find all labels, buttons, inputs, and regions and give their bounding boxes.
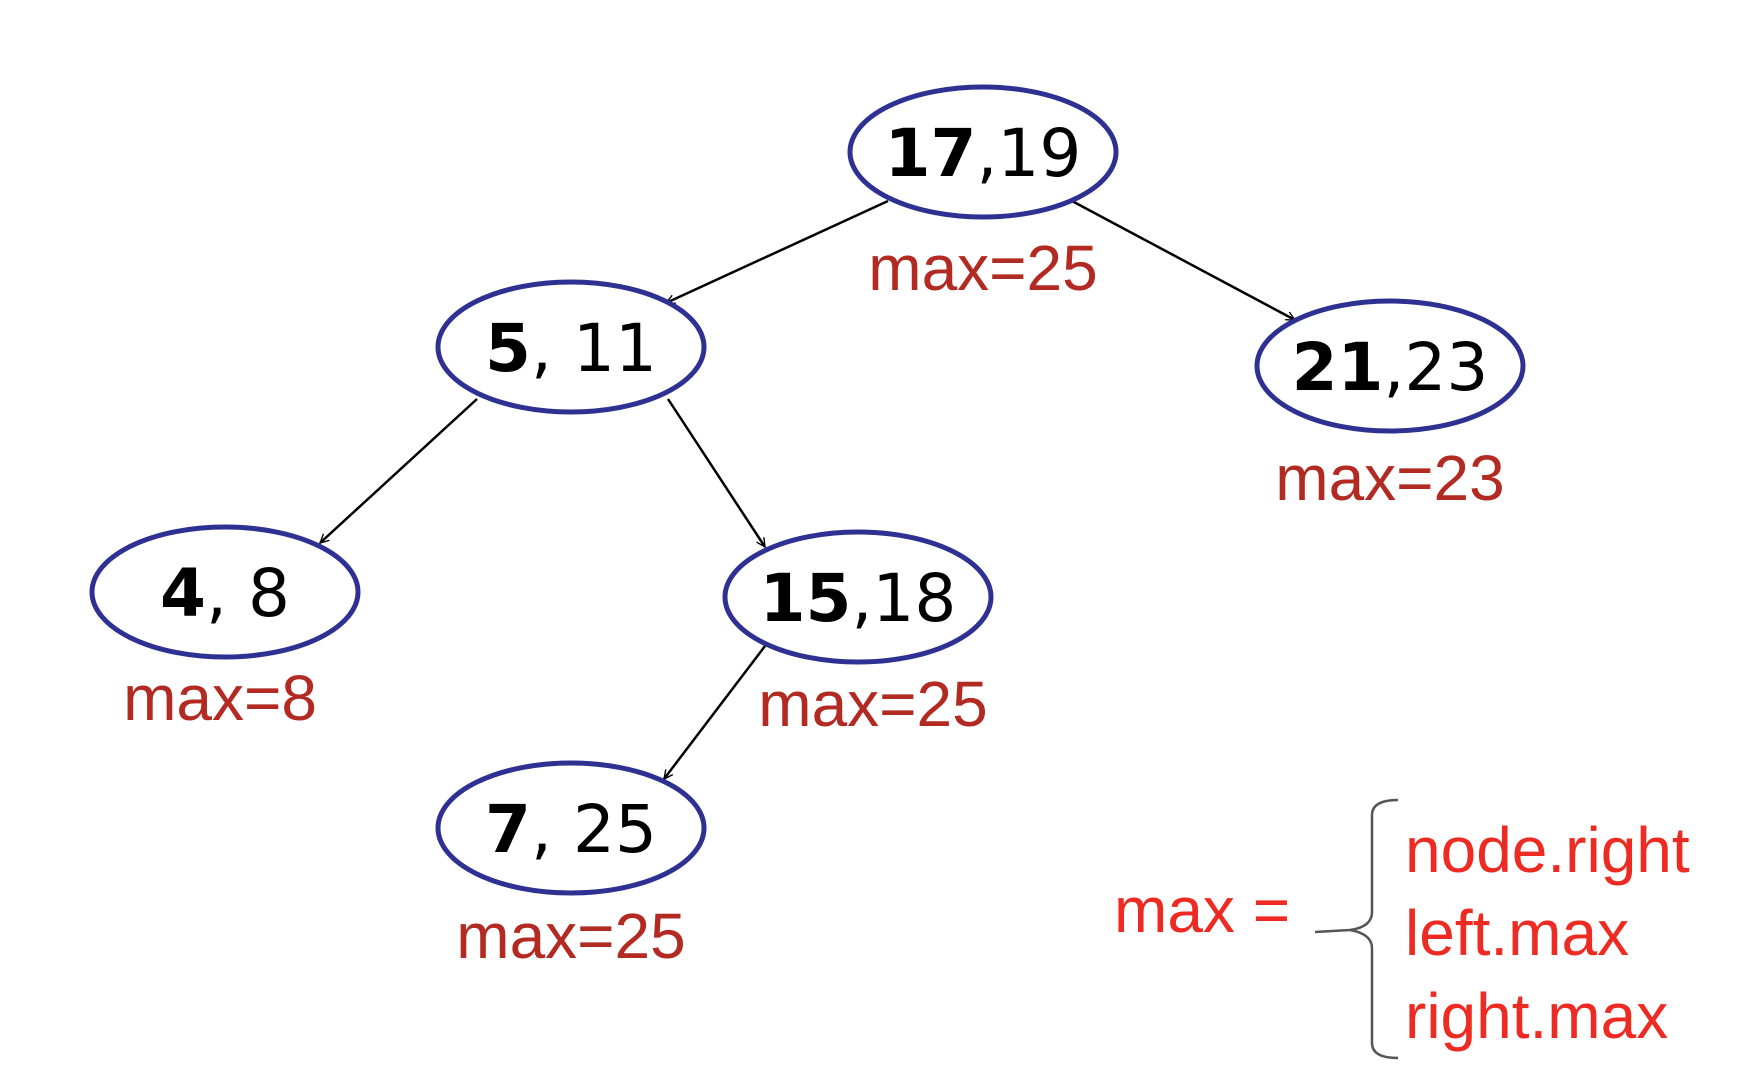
node-ellipse [847, 84, 1119, 220]
node-high: 25 [573, 791, 657, 868]
tree-node-root: 17,19 max=25 [847, 84, 1119, 304]
node-high: 11 [573, 310, 657, 387]
edges [320, 199, 1295, 779]
node-low: 15 [760, 560, 852, 637]
node-interval: 7, 25 [485, 791, 657, 868]
tree-node-n7: 7, 25 max=25 [435, 760, 707, 972]
node-ellipse [435, 279, 707, 415]
formula-lhs: max = [1114, 874, 1290, 946]
node-interval: 17,19 [885, 115, 1082, 192]
brace-icon [1314, 798, 1399, 1060]
tree-node-n15: 15,18 max=25 [722, 529, 994, 740]
node-separator: , [851, 560, 872, 637]
node-max-label: max=23 [1275, 442, 1504, 514]
node-high: 8 [248, 555, 290, 632]
node-ellipse [89, 524, 361, 660]
node-separator: , [1383, 329, 1404, 406]
node-low: 7 [485, 791, 531, 868]
node-low: 17 [885, 115, 977, 192]
node-interval: 4, 8 [160, 555, 290, 632]
node-interval: 21,23 [1292, 329, 1489, 406]
node-interval: 5, 11 [485, 310, 657, 387]
node-separator: , [976, 115, 997, 192]
node-high: 23 [1404, 329, 1488, 406]
max-formula: max = node.right left.max right.max [1114, 798, 1690, 1060]
node-separator: , [531, 310, 573, 387]
node-max-label: max=8 [123, 662, 317, 734]
node-high: 19 [997, 115, 1081, 192]
node-max-label: max=25 [868, 232, 1097, 304]
edge-root-n21 [1071, 199, 1295, 322]
tree-node-n5: 5, 11 [435, 279, 707, 415]
node-low: 4 [160, 555, 206, 632]
node-ellipse [435, 760, 707, 896]
edge-root-n5 [666, 199, 889, 305]
node-separator: , [206, 555, 248, 632]
node-separator: , [531, 791, 573, 868]
node-max-label: max=25 [758, 668, 987, 740]
formula-case-left-max: left.max [1405, 897, 1629, 969]
node-high: 18 [872, 560, 956, 637]
edge-n5-n4 [320, 398, 478, 543]
node-low: 21 [1292, 329, 1384, 406]
node-interval: 15,18 [760, 560, 957, 637]
formula-case-right-max: right.max [1405, 980, 1668, 1052]
node-ellipse [722, 529, 994, 665]
edge-n5-n15 [666, 398, 767, 547]
tree-node-n4: 4, 8 max=8 [89, 524, 361, 734]
formula-case-node-right: node.right [1405, 814, 1690, 886]
tree-node-n21: 21,23 max=23 [1254, 298, 1526, 514]
node-ellipse [1254, 298, 1526, 434]
node-low: 5 [485, 310, 531, 387]
edge-n15-n7 [663, 645, 766, 779]
node-max-label: max=25 [456, 900, 685, 972]
